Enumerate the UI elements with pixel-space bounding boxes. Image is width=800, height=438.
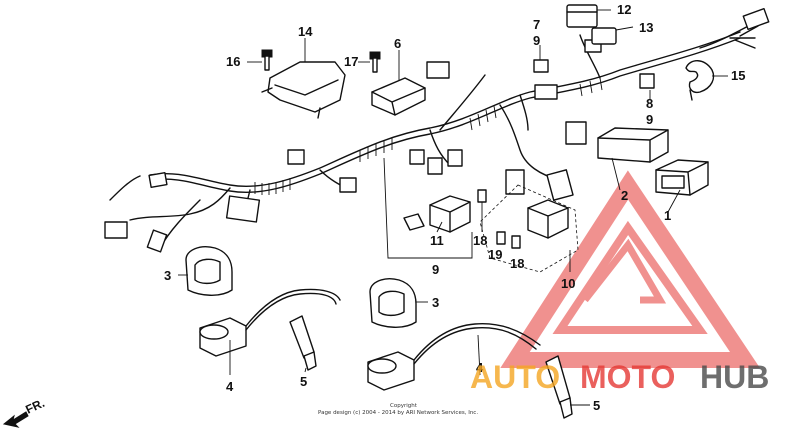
bolt-16 — [261, 49, 273, 71]
band-15 — [685, 60, 715, 101]
watermark-word-moto: MOTO — [580, 359, 675, 395]
spark-plug-cap-5b — [545, 355, 573, 419]
front-direction-arrow: FR. — [2, 396, 47, 428]
leader-lines — [178, 9, 728, 406]
holder-3a — [185, 246, 233, 296]
callout-14: 14 — [298, 24, 313, 39]
watermark-logo — [500, 170, 760, 368]
holder-3b — [369, 278, 417, 328]
ignitor-2 — [597, 127, 669, 163]
group-bracket-9 — [383, 157, 473, 259]
callout-9a: 9 — [533, 33, 540, 48]
relay-12 — [566, 4, 598, 28]
callout-3a: 3 — [164, 268, 171, 283]
connector-7 — [533, 59, 549, 73]
callout-9c: 9 — [432, 262, 439, 277]
callout-12: 12 — [617, 2, 631, 17]
front-direction-label: FR. — [23, 396, 46, 417]
callout-1: 1 — [664, 208, 671, 223]
regulator-6 — [371, 77, 426, 116]
watermark-word-auto: AUTO — [470, 359, 560, 395]
callout-18a: 18 — [473, 233, 487, 248]
callout-5a: 5 — [300, 374, 307, 389]
cover-1 — [655, 159, 709, 196]
relay-13 — [591, 27, 617, 45]
group-outline-10 — [479, 184, 579, 273]
callout-labels: 1 2 3 3 4 4 5 5 6 7 8 9 9 9 10 11 12 13 … — [164, 2, 745, 413]
watermark-word-hub: HUB — [700, 359, 769, 395]
copyright-line1: Copyright — [390, 403, 418, 409]
ignition-coil-4b — [367, 323, 541, 391]
callout-10: 10 — [561, 276, 575, 291]
spark-plug-cap-5a — [289, 315, 317, 371]
callout-6: 6 — [394, 36, 401, 51]
relay-11 — [403, 195, 471, 233]
callout-5b: 5 — [593, 398, 600, 413]
callout-3b: 3 — [432, 295, 439, 310]
copyright-notice: Copyright Page design (c) 2004 - 2014 by… — [318, 403, 478, 416]
callout-18b: 18 — [510, 256, 524, 271]
fuse-19 — [496, 231, 506, 245]
wire-harness — [104, 7, 770, 253]
callout-2: 2 — [621, 188, 628, 203]
callout-16: 16 — [226, 54, 240, 69]
watermark-wordmark: AUTO MOTO HUB — [470, 359, 769, 395]
callout-7: 7 — [533, 17, 540, 32]
callout-9b: 9 — [646, 112, 653, 127]
bracket-14 — [261, 61, 346, 119]
callout-19: 19 — [488, 247, 502, 262]
callout-17: 17 — [344, 54, 358, 69]
ignition-coil-4a — [199, 288, 341, 357]
connector-8 — [639, 73, 655, 89]
copyright-line2: Page design (c) 2004 - 2014 by ARI Netwo… — [318, 410, 478, 416]
callout-15: 15 — [731, 68, 745, 83]
callout-4a: 4 — [226, 379, 234, 394]
callout-13: 13 — [639, 20, 653, 35]
callout-11: 11 — [430, 233, 444, 248]
fuse-box-10 — [527, 199, 569, 239]
callout-8: 8 — [646, 96, 653, 111]
bolt-17 — [369, 51, 381, 73]
callout-4b: 4 — [476, 360, 484, 375]
